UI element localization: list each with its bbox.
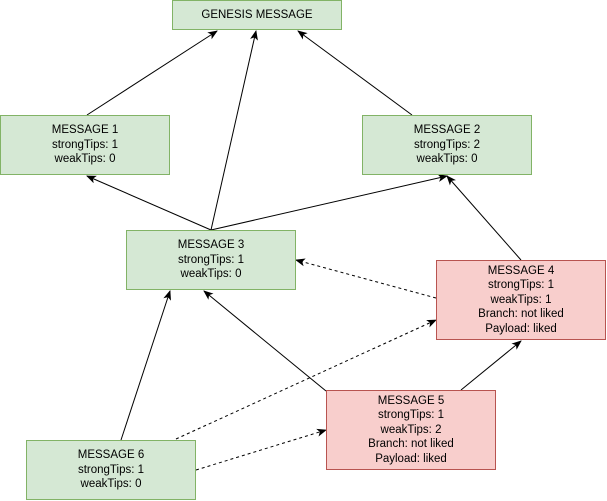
message-5-node: MESSAGE 5 strongTips: 1 weakTips: 2 Bran…	[326, 390, 496, 470]
message-3-weak-tips: weakTips: 0	[180, 268, 242, 281]
message-5-title: MESSAGE 5	[377, 394, 445, 407]
message-4-title: MESSAGE 4	[487, 264, 555, 277]
message-1-weak-tips: weakTips: 0	[54, 153, 116, 166]
edge-m6-to-m3	[120, 290, 171, 441]
message-4-strong-tips: strongTips: 1	[487, 279, 555, 292]
message-6-weak-tips: weakTips: 0	[80, 478, 142, 491]
message-1-strong-tips: strongTips: 1	[51, 138, 119, 151]
edge-m4-to-m3	[295, 258, 437, 299]
edge-m5-to-m3	[203, 290, 327, 392]
edge-m5-to-m4	[460, 340, 522, 391]
message-2-strong-tips: strongTips: 2	[413, 138, 481, 151]
edge-m3-to-m1	[86, 175, 212, 231]
message-5-weak-tips: weakTips: 2	[380, 423, 442, 436]
message-3-strong-tips: strongTips: 1	[177, 253, 245, 266]
message-6-strong-tips: strongTips: 1	[77, 463, 145, 476]
message-2-node: MESSAGE 2 strongTips: 2 weakTips: 0	[362, 115, 532, 175]
message-4-weak-tips: weakTips: 1	[490, 293, 552, 306]
edge-m4-to-m2	[446, 175, 522, 261]
message-4-branch: Branch: not liked	[478, 308, 564, 321]
genesis-message-title: GENESIS MESSAGE	[201, 8, 313, 21]
message-1-title: MESSAGE 1	[51, 124, 119, 137]
edge-m3-to-m2	[210, 174, 448, 231]
edge-m6-to-m5	[195, 428, 327, 471]
genesis-message-node: GENESIS MESSAGE	[172, 0, 342, 30]
message-5-payload: Payload: liked	[375, 452, 447, 465]
message-2-title: MESSAGE 2	[413, 124, 481, 137]
message-4-node: MESSAGE 4 strongTips: 1 weakTips: 1 Bran…	[436, 260, 606, 340]
message-6-node: MESSAGE 6 strongTips: 1 weakTips: 0	[26, 440, 196, 500]
message-2-weak-tips: weakTips: 0	[416, 153, 478, 166]
edge-m2-to-genesis	[297, 30, 413, 116]
edge-m3-to-genesis	[210, 30, 258, 231]
message-3-title: MESSAGE 3	[177, 239, 245, 252]
message-6-title: MESSAGE 6	[77, 449, 145, 462]
edge-m1-to-genesis	[86, 30, 218, 116]
message-5-branch: Branch: not liked	[368, 438, 454, 451]
message-3-node: MESSAGE 3 strongTips: 1 weakTips: 0	[126, 230, 296, 290]
message-4-payload: Payload: liked	[485, 322, 557, 335]
message-5-strong-tips: strongTips: 1	[377, 409, 445, 422]
message-1-node: MESSAGE 1 strongTips: 1 weakTips: 0	[0, 115, 170, 175]
